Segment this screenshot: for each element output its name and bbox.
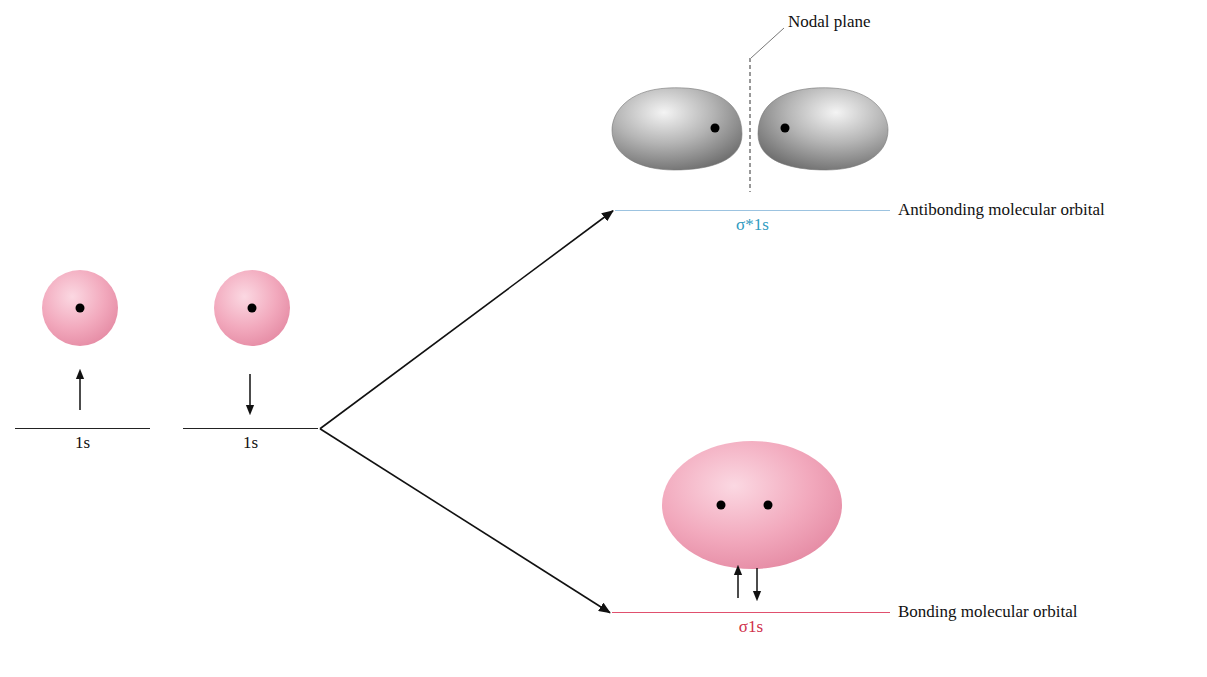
leader-line	[751, 28, 784, 58]
bonding-orbital	[662, 441, 842, 569]
nucleus-dot	[711, 124, 720, 133]
nodal-plane-line	[750, 58, 751, 192]
antibonding-lobe	[612, 88, 742, 170]
level-label: 1s	[183, 433, 318, 453]
1s-orbital-sphere	[214, 270, 290, 346]
antibonding-lobe	[758, 88, 888, 170]
nucleus-dot	[248, 304, 257, 313]
energy-level: 1s	[183, 428, 318, 429]
spin-up-arrow	[737, 570, 739, 598]
nucleus-dot	[781, 124, 790, 133]
level-label: σ*1s	[615, 215, 890, 235]
spin-down-arrow	[249, 374, 251, 410]
spin-up-arrow	[79, 374, 81, 410]
correlation-arrow	[320, 211, 613, 429]
energy-level: σ*1sAntibonding molecular orbital	[615, 210, 890, 211]
energy-level: 1s	[15, 428, 150, 429]
energy-level: σ1sBonding molecular orbital	[612, 612, 890, 613]
orbital-name: Antibonding molecular orbital	[898, 200, 1105, 220]
nucleus-dot	[764, 501, 773, 510]
level-label: σ1s	[612, 617, 890, 637]
annotation-label: Nodal plane	[788, 12, 871, 32]
correlation-arrow	[320, 429, 610, 613]
orbital-name: Bonding molecular orbital	[898, 602, 1077, 622]
nucleus-dot	[717, 501, 726, 510]
spin-down-arrow	[756, 568, 758, 596]
nucleus-dot	[76, 304, 85, 313]
1s-orbital-sphere	[42, 270, 118, 346]
level-label: 1s	[15, 433, 150, 453]
